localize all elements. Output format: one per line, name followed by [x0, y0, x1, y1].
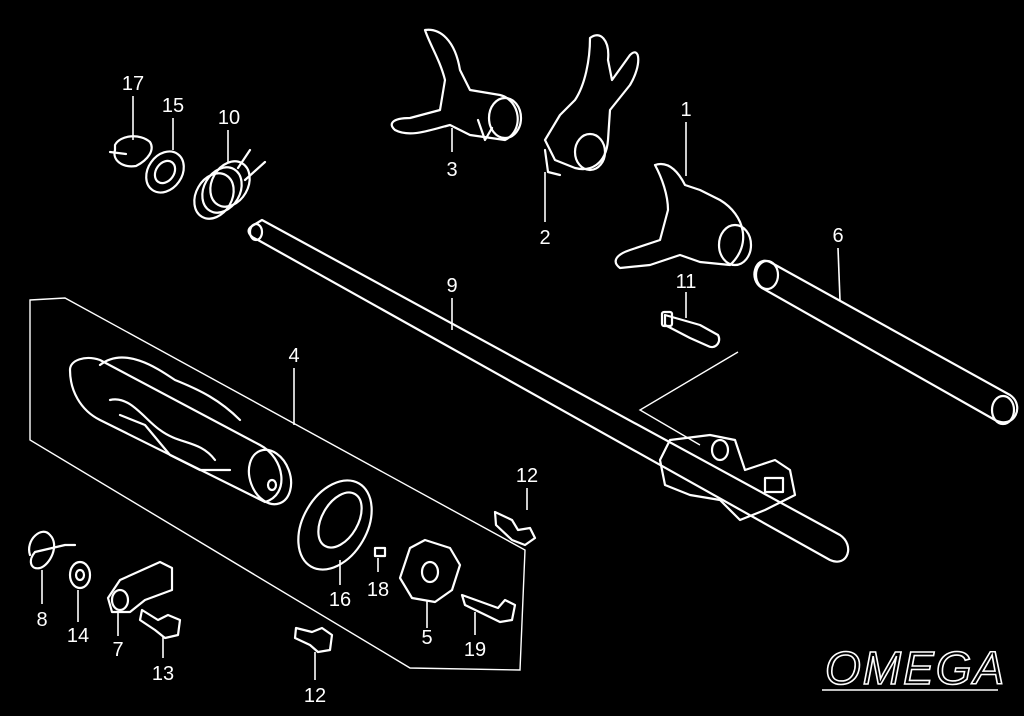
label-4: 4: [288, 345, 299, 367]
label-10: 10: [218, 107, 240, 129]
fork-shaft-9: [247, 218, 850, 563]
label-3: 3: [446, 159, 457, 181]
drum-plate-5: [398, 538, 462, 604]
bolt-19: [460, 593, 517, 624]
label-6: 6: [832, 225, 843, 247]
washer-14: [68, 560, 92, 590]
watermark-text: OMEGA: [825, 642, 1006, 694]
leader-11-to-arm: [638, 351, 739, 446]
pin-18: [373, 546, 387, 558]
stopper-arm-7: [106, 560, 174, 614]
label-1: 1: [680, 99, 691, 121]
shift-fork-1: [614, 162, 753, 270]
omega-watermark: OMEGA: [822, 641, 1006, 695]
bolt-13: [138, 608, 182, 640]
assembly-outline: [29, 297, 526, 671]
part-labels: 17 15 10 3 2 1 6 9 11 4 12 16 18 5 19 12…: [36, 73, 843, 707]
label-9: 9: [446, 275, 457, 297]
washer-15: [145, 150, 185, 194]
shift-arm: [658, 433, 797, 522]
bolt-12-upper: [493, 510, 537, 547]
label-19: 19: [464, 639, 486, 661]
label-12-upper: 12: [516, 465, 538, 487]
fork-shaft-6: [753, 259, 1019, 426]
spring-10: [193, 148, 267, 220]
leader-lines: [41, 96, 841, 680]
shift-drum-4: [68, 356, 293, 506]
label-5: 5: [421, 627, 432, 649]
shift-fork-2: [543, 34, 640, 177]
label-13: 13: [152, 663, 174, 685]
clip-17: [108, 135, 153, 168]
bearing-16: [297, 479, 373, 571]
label-2: 2: [539, 227, 550, 249]
label-18: 18: [367, 579, 389, 601]
label-15: 15: [162, 95, 184, 117]
label-16: 16: [329, 589, 351, 611]
spring-8: [28, 530, 77, 570]
label-8: 8: [36, 609, 47, 631]
label-7: 7: [112, 639, 123, 661]
bolt-12-lower: [293, 626, 334, 654]
label-14: 14: [67, 625, 89, 647]
label-17: 17: [122, 73, 144, 95]
pin-11: [660, 310, 721, 349]
label-11: 11: [676, 271, 697, 293]
shift-fork-3: [390, 28, 523, 142]
label-12-lower: 12: [304, 685, 326, 707]
